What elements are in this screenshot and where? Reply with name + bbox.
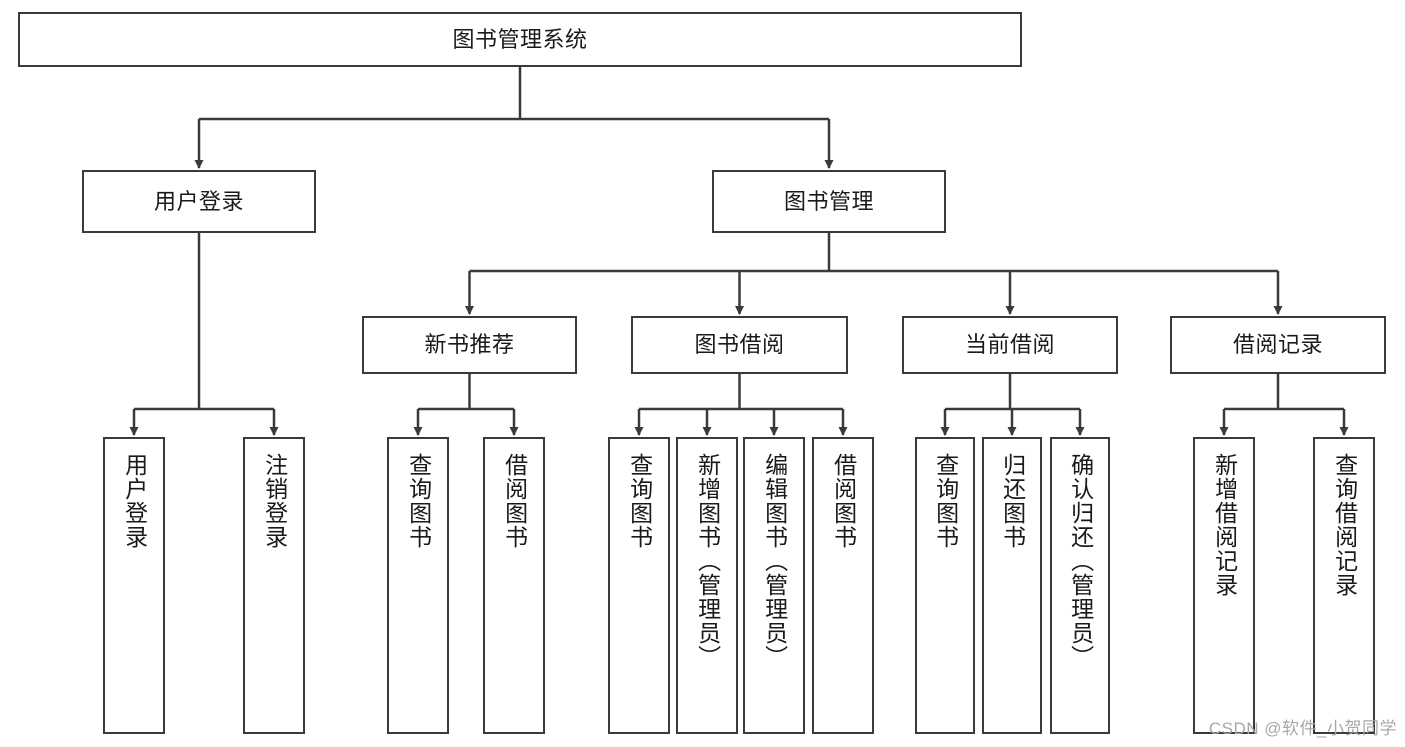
- node-leaf10[interactable]: 归还图书: [982, 437, 1042, 734]
- node-label: 用户登录: [153, 188, 244, 214]
- node-bookmgmt[interactable]: 图书管理: [712, 170, 946, 233]
- node-label: 查询借阅记录: [1331, 453, 1358, 597]
- node-leaf8[interactable]: 借阅图书: [812, 437, 874, 734]
- node-label: 当前借阅: [964, 332, 1055, 357]
- node-label: 用户登录: [121, 453, 148, 549]
- node-leaf13[interactable]: 查询借阅记录: [1313, 437, 1375, 734]
- node-leaf6[interactable]: 新增图书（管理员）: [676, 437, 738, 734]
- node-leaf11[interactable]: 确认归还（管理员）: [1050, 437, 1110, 734]
- node-label: 新增图书（管理员）: [694, 453, 721, 669]
- node-label: 归还图书: [999, 453, 1026, 549]
- node-label: 借阅图书: [501, 453, 528, 549]
- node-borrow[interactable]: 图书借阅: [631, 316, 848, 374]
- node-current[interactable]: 当前借阅: [902, 316, 1118, 374]
- node-leaf5[interactable]: 查询图书: [608, 437, 670, 734]
- node-leaf12[interactable]: 新增借阅记录: [1193, 437, 1255, 734]
- node-newbook[interactable]: 新书推荐: [362, 316, 577, 374]
- node-label: 新增借阅记录: [1211, 453, 1238, 597]
- node-login[interactable]: 用户登录: [82, 170, 316, 233]
- node-leaf7[interactable]: 编辑图书（管理员）: [743, 437, 805, 734]
- node-label: 借阅图书: [830, 453, 857, 549]
- node-label: 编辑图书（管理员）: [761, 453, 788, 669]
- node-leaf9[interactable]: 查询图书: [915, 437, 975, 734]
- watermark-text: CSDN @软件_小贺同学: [1208, 719, 1397, 738]
- node-label: 查询图书: [626, 453, 653, 549]
- node-label: 图书管理: [783, 188, 874, 214]
- node-label: 查询图书: [405, 453, 432, 549]
- node-root[interactable]: 图书管理系统: [18, 12, 1022, 67]
- node-label: 新书推荐: [424, 332, 515, 357]
- node-records[interactable]: 借阅记录: [1170, 316, 1386, 374]
- node-leaf3[interactable]: 查询图书: [387, 437, 449, 734]
- node-label: 注销登录: [261, 453, 288, 549]
- node-label: 借阅记录: [1232, 332, 1323, 357]
- node-leaf2[interactable]: 注销登录: [243, 437, 305, 734]
- node-label: 确认归还（管理员）: [1067, 453, 1094, 669]
- edge-group: [129, 67, 1349, 436]
- node-label: 图书管理系统: [452, 26, 588, 52]
- node-label: 查询图书: [932, 453, 959, 549]
- node-leaf4[interactable]: 借阅图书: [483, 437, 545, 734]
- node-label: 图书借阅: [694, 332, 785, 357]
- node-leaf1[interactable]: 用户登录: [103, 437, 165, 734]
